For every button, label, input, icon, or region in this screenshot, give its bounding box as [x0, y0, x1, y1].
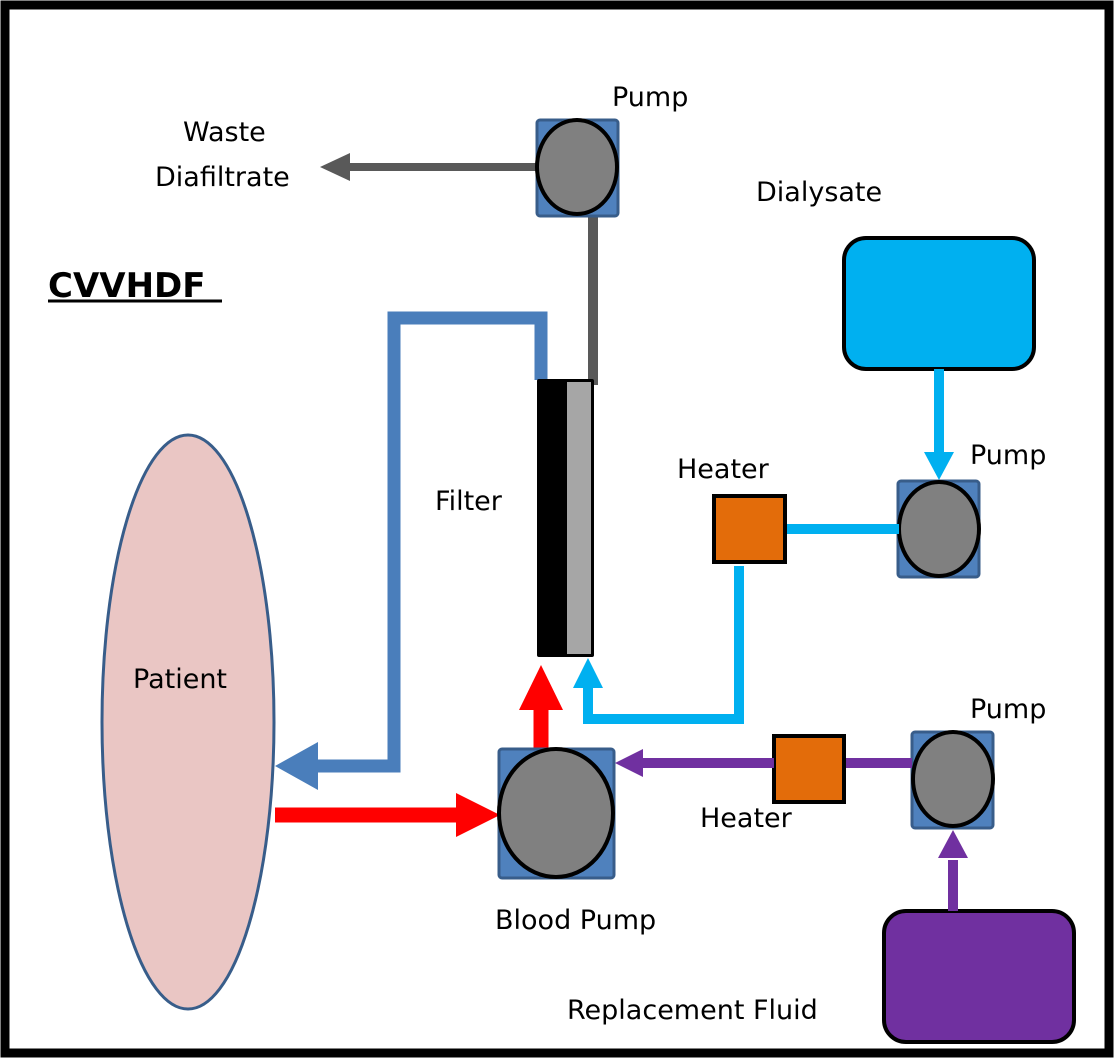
replacement-to-pump-arrowhead: [938, 830, 968, 858]
replacement-to-blood-pump-arrowhead: [615, 749, 643, 777]
dialysate-label: Dialysate: [756, 177, 882, 208]
blood-return-arrowhead: [275, 742, 318, 790]
dialysate-heater: [712, 494, 787, 564]
replacement-fluid-bag: [882, 909, 1076, 1044]
blood-pump: [497, 747, 616, 880]
waste-label-line2: Diafiltrate: [155, 162, 290, 193]
filter-label: Filter: [435, 486, 503, 517]
dialysate-bag: [842, 236, 1036, 371]
replacement-heater-label: Heater: [700, 803, 793, 834]
dialysate-to-filter-line: [583, 566, 744, 724]
blood-return-line: [315, 311, 548, 773]
filter: [537, 379, 594, 657]
diagram-title: CVVHDF: [48, 266, 205, 306]
waste-pump: [535, 118, 620, 218]
blood-to-filter-arrowhead: [519, 665, 563, 710]
replacement-fluid-label: Replacement Fluid: [567, 995, 818, 1026]
blood-pump-label: Blood Pump: [495, 905, 656, 936]
replacement-heater: [772, 734, 846, 804]
patient: [100, 433, 276, 1011]
dialysate-heater-label: Heater: [677, 454, 770, 485]
waste-label-line1: Waste: [183, 117, 266, 148]
replacement-pump-label: Pump: [970, 694, 1046, 725]
replacement-pump: [910, 730, 995, 830]
waste-pump-label: Pump: [612, 82, 688, 113]
dialysate-to-pump-arrowhead: [924, 452, 954, 480]
waste-arrowhead: [320, 153, 350, 181]
patient-label: Patient: [133, 664, 227, 695]
blood-out-arrowhead: [456, 793, 500, 837]
dialysate-pump: [896, 479, 981, 579]
dialysate-pump-label: Pump: [970, 440, 1046, 471]
dialysate-to-filter-arrowhead: [573, 658, 603, 688]
